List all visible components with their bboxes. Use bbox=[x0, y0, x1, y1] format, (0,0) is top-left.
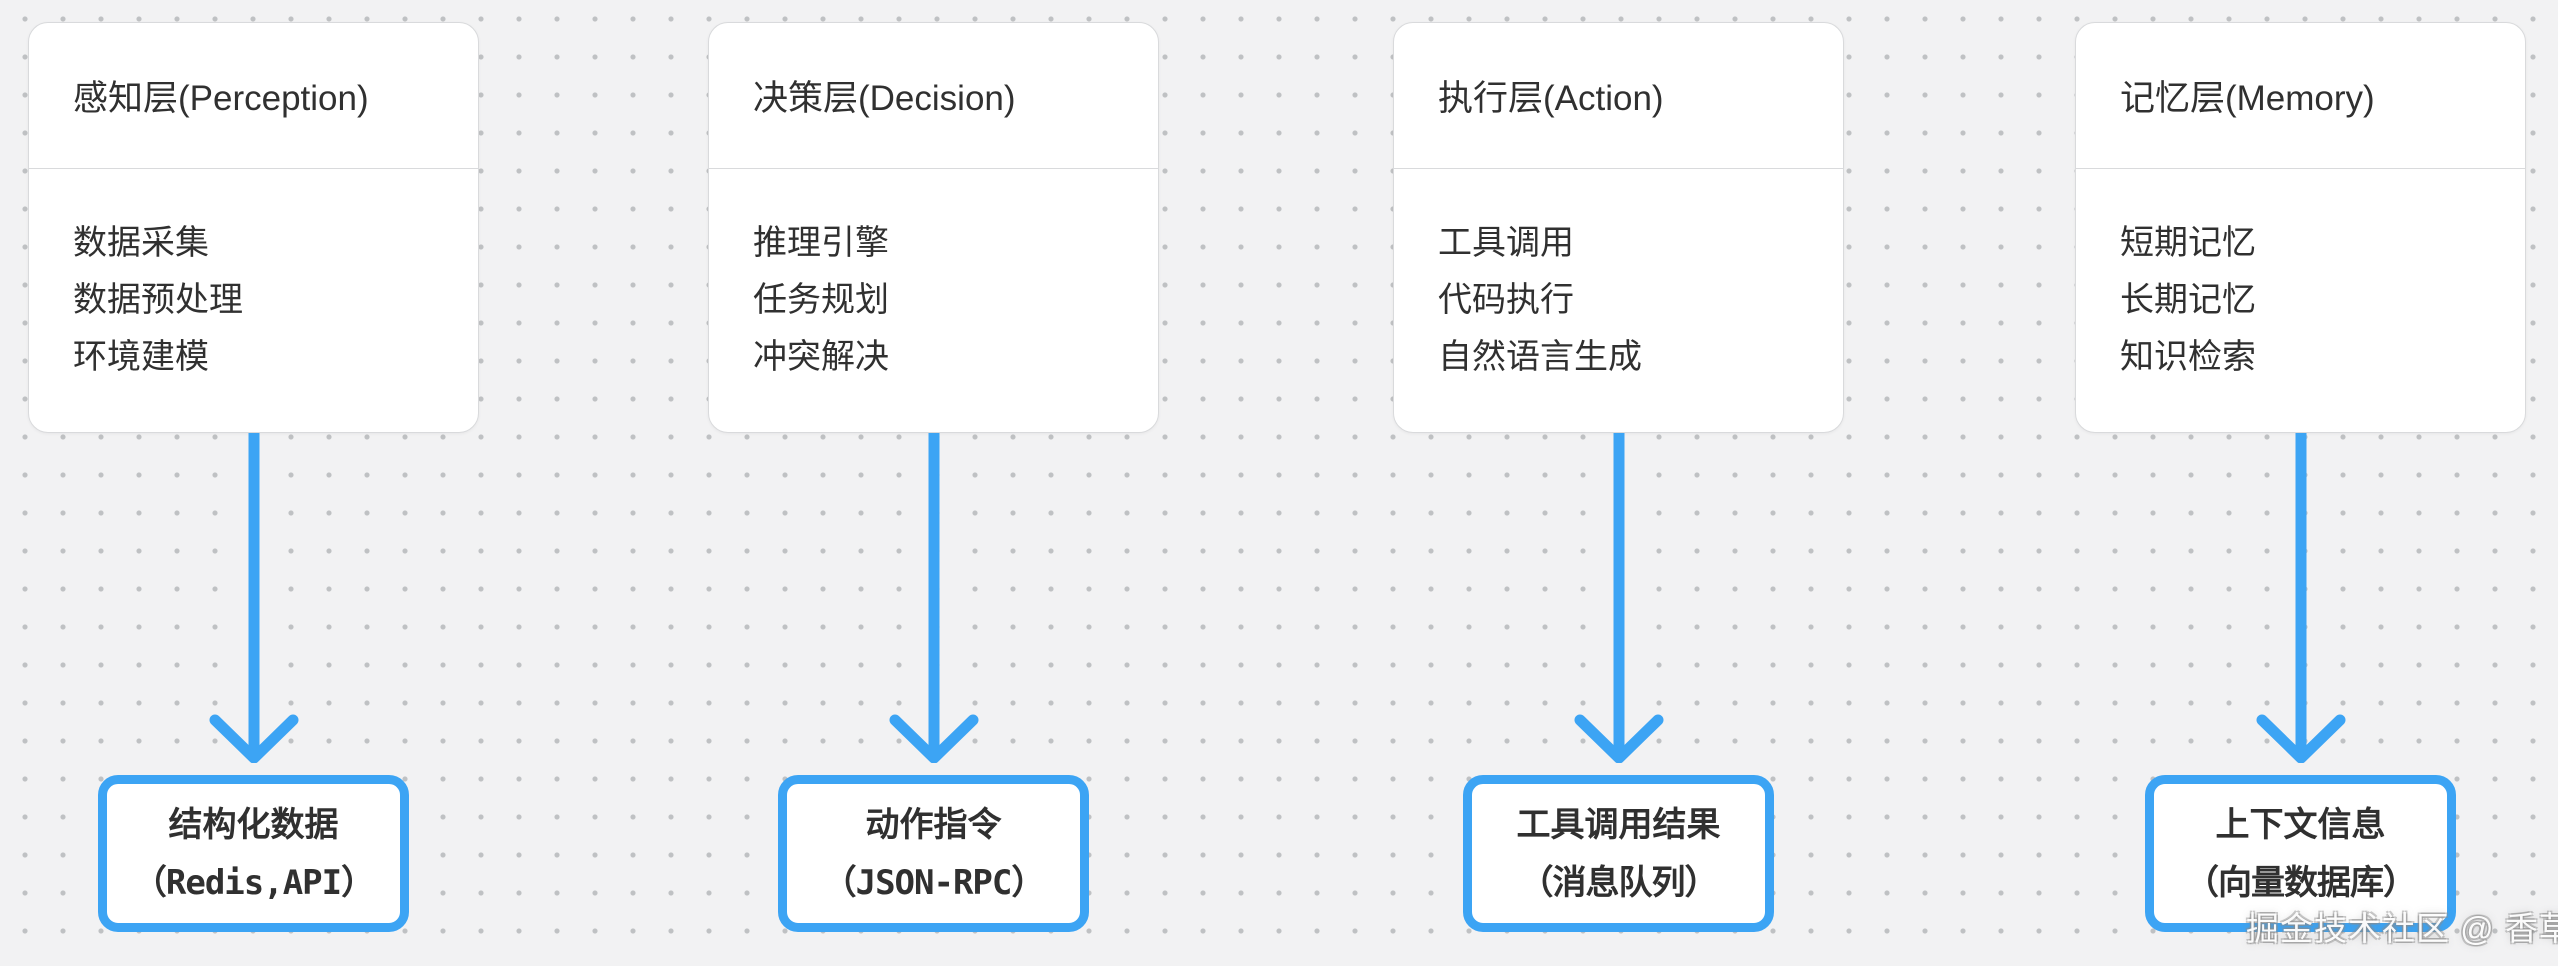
watermark: 掘金技术社区 @ 香草泡芙 bbox=[2246, 910, 2558, 947]
layer-column-memory: 记忆层(Memory) 短期记忆 长期记忆 知识检索 上下文信息 （向量数据库） bbox=[2075, 22, 2526, 932]
layer-card-body: 短期记忆 长期记忆 知识检索 bbox=[2076, 169, 2525, 386]
layer-card-action: 执行层(Action) 工具调用 代码执行 自然语言生成 bbox=[1393, 22, 1844, 433]
layer-title: 执行层(Action) bbox=[1438, 79, 1664, 118]
layer-item: 知识检索 bbox=[2120, 338, 2256, 376]
layer-title: 感知层(Perception) bbox=[73, 79, 369, 118]
output-line1: 上下文信息 bbox=[2215, 805, 2386, 844]
layer-item: 工具调用 bbox=[1438, 224, 1574, 262]
layer-item: 短期记忆 bbox=[2120, 224, 2256, 262]
layer-item: 任务规划 bbox=[753, 281, 889, 319]
layer-card-header: 执行层(Action) bbox=[1394, 23, 1843, 169]
output-line2: （Redis,API） bbox=[132, 862, 375, 903]
output-line2: （消息队列） bbox=[1519, 862, 1719, 903]
output-line1: 结构化数据 bbox=[168, 805, 339, 844]
layer-column-action: 执行层(Action) 工具调用 代码执行 自然语言生成 工具调用结果 （消息队… bbox=[1393, 22, 1844, 932]
layer-card-perception: 感知层(Perception) 数据采集 数据预处理 环境建模 bbox=[28, 22, 479, 433]
output-node: 动作指令 （JSON-RPC） bbox=[778, 775, 1089, 932]
layer-item: 数据预处理 bbox=[73, 281, 243, 319]
layer-item: 冲突解决 bbox=[753, 338, 889, 376]
output-line2: （向量数据库） bbox=[2185, 862, 2417, 903]
layer-card-memory: 记忆层(Memory) 短期记忆 长期记忆 知识检索 bbox=[2075, 22, 2526, 433]
layer-title: 记忆层(Memory) bbox=[2120, 79, 2375, 118]
layer-item: 长期记忆 bbox=[2120, 281, 2256, 319]
layer-card-decision: 决策层(Decision) 推理引擎 任务规划 冲突解决 bbox=[708, 22, 1159, 433]
layer-card-header: 感知层(Perception) bbox=[29, 23, 478, 169]
down-arrow-icon bbox=[889, 433, 978, 763]
output-node: 上下文信息 （向量数据库） bbox=[2145, 775, 2456, 932]
output-line1: 工具调用结果 bbox=[1516, 805, 1721, 844]
down-arrow-icon bbox=[1574, 433, 1663, 763]
output-node: 工具调用结果 （消息队列） bbox=[1463, 775, 1774, 932]
layer-card-body: 推理引擎 任务规划 冲突解决 bbox=[709, 169, 1158, 386]
layer-card-header: 记忆层(Memory) bbox=[2076, 23, 2525, 169]
output-node: 结构化数据 （Redis,API） bbox=[98, 775, 409, 932]
layer-item: 数据采集 bbox=[73, 224, 209, 262]
layer-item: 推理引擎 bbox=[753, 224, 889, 262]
layer-card-body: 数据采集 数据预处理 环境建模 bbox=[29, 169, 478, 386]
layer-card-header: 决策层(Decision) bbox=[709, 23, 1158, 169]
layer-card-body: 工具调用 代码执行 自然语言生成 bbox=[1394, 169, 1843, 386]
output-line2: （JSON-RPC） bbox=[822, 862, 1046, 903]
down-arrow-icon bbox=[209, 433, 298, 763]
layer-title: 决策层(Decision) bbox=[753, 79, 1016, 118]
layer-column-decision: 决策层(Decision) 推理引擎 任务规划 冲突解决 动作指令 （JSON-… bbox=[708, 22, 1159, 932]
layer-item: 代码执行 bbox=[1438, 281, 1574, 319]
output-line1: 动作指令 bbox=[865, 805, 1002, 844]
layer-item: 自然语言生成 bbox=[1438, 338, 1642, 376]
layer-column-perception: 感知层(Perception) 数据采集 数据预处理 环境建模 结构化数据 （R… bbox=[28, 22, 479, 932]
layer-item: 环境建模 bbox=[73, 338, 209, 376]
down-arrow-icon bbox=[2256, 433, 2345, 763]
